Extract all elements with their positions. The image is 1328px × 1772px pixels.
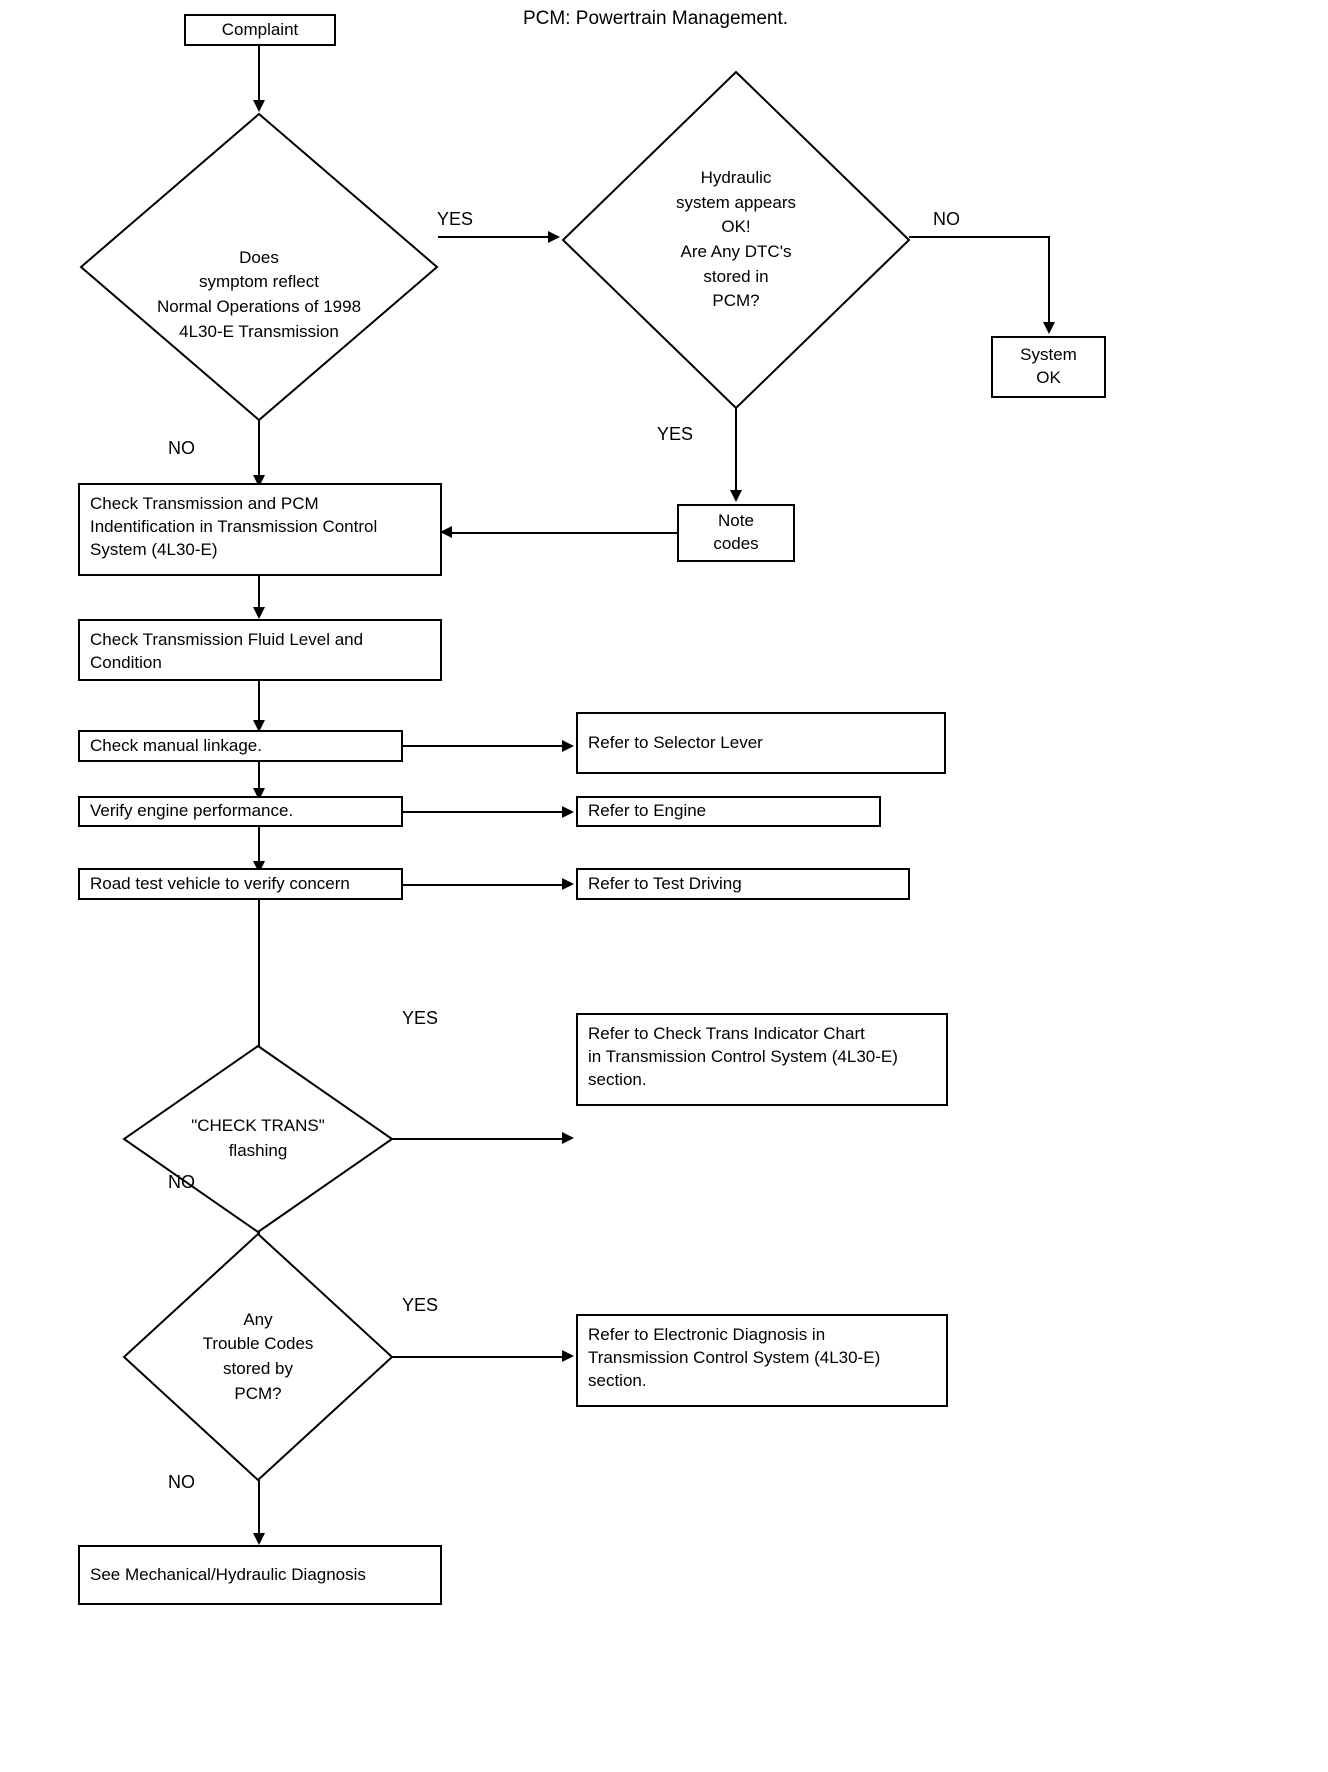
node-hydraulic-decision[interactable]: Hydraulic system appears OK! Are Any DTC… — [561, 70, 911, 410]
node-any-trouble-codes-decision[interactable]: Any Trouble Codes stored by PCM? — [122, 1232, 394, 1482]
edge-label-hydraulic-yes: YES — [657, 424, 694, 444]
edge-hydraulic-no-horizontal — [909, 236, 1050, 238]
edge-normal-ops-yes — [438, 236, 554, 238]
node-normal-operations-decision[interactable]: Does symptom reflect Normal Operations o… — [79, 112, 439, 422]
diamond-shape-normal-ops — [79, 112, 439, 422]
arrowhead-left-note-codes — [440, 526, 452, 538]
edge-engine-to-road-test — [258, 827, 260, 867]
arrowhead-right-trouble-codes-yes — [562, 1350, 574, 1362]
arrowhead-down-to-fluid — [253, 607, 265, 619]
arrowhead-down-to-linkage — [253, 720, 265, 732]
edge-linkage-to-selector-lever — [403, 745, 568, 747]
edge-trouble-codes-no — [258, 1480, 260, 1542]
node-road-test-vehicle[interactable]: Road test vehicle to verify concern — [78, 868, 403, 900]
edge-label-normal-ops-yes: YES — [437, 209, 474, 229]
node-check-manual-linkage[interactable]: Check manual linkage. — [78, 730, 403, 762]
edge-check-trans-to-fluid — [258, 576, 260, 614]
arrowhead-down-hydraulic-yes — [730, 490, 742, 502]
node-refer-check-trans-indicator-chart[interactable]: Refer to Check Trans Indicator Chart in … — [576, 1013, 948, 1106]
node-refer-to-engine[interactable]: Refer to Engine — [576, 796, 881, 827]
diamond-shape-hydraulic — [561, 70, 911, 410]
node-see-mechanical-hydraulic-diagnosis[interactable]: See Mechanical/Hydraulic Diagnosis — [78, 1545, 442, 1605]
edge-note-codes-to-check-transmission — [452, 532, 677, 534]
arrowhead-down-hydraulic-no — [1043, 322, 1055, 334]
edge-label-hydraulic-no: NO — [933, 209, 960, 229]
node-complaint[interactable]: Complaint — [184, 14, 336, 46]
arrowhead-down-complaint — [253, 100, 265, 112]
edge-label-trouble-codes-no: NO — [168, 1472, 195, 1492]
edge-label-check-trans-yes: YES — [402, 1008, 439, 1028]
node-check-transmission-pcm-identification[interactable]: Check Transmission and PCM Indentificati… — [78, 483, 442, 576]
arrowhead-right-selector-lever — [562, 740, 574, 752]
node-check-trans-flashing-decision[interactable]: "CHECK TRANS" flashing — [122, 1044, 394, 1234]
edge-check-trans-yes — [392, 1138, 568, 1140]
arrowhead-right-test-driving — [562, 878, 574, 890]
edge-linkage-to-engine — [258, 762, 260, 794]
edge-label-normal-ops-no: NO — [168, 438, 195, 458]
node-verify-engine-performance[interactable]: Verify engine performance. — [78, 796, 403, 827]
edge-road-test-to-check-trans — [258, 900, 260, 1048]
edge-trouble-codes-yes — [392, 1356, 568, 1358]
node-refer-electronic-diagnosis[interactable]: Refer to Electronic Diagnosis in Transmi… — [576, 1314, 948, 1407]
edge-label-trouble-codes-yes: YES — [402, 1295, 439, 1315]
edge-road-test-to-test-driving — [403, 884, 568, 886]
node-refer-to-selector-lever[interactable]: Refer to Selector Lever — [576, 712, 946, 774]
edge-verify-engine-to-refer-engine — [403, 811, 568, 813]
arrowhead-down-trouble-codes-no — [253, 1533, 265, 1545]
edge-label-check-trans-no: NO — [168, 1172, 195, 1192]
arrowhead-right-check-trans-yes — [562, 1132, 574, 1144]
edge-normal-ops-no — [258, 420, 260, 482]
edge-fluid-to-linkage — [258, 681, 260, 727]
node-check-fluid-level[interactable]: Check Transmission Fluid Level and Condi… — [78, 619, 442, 681]
header-note: PCM: Powertrain Management. — [523, 8, 789, 29]
edge-hydraulic-no-vertical — [1048, 236, 1050, 328]
node-note-codes[interactable]: Note codes — [677, 504, 795, 562]
edge-complaint-to-normal-ops — [258, 46, 260, 104]
diamond-shape-check-trans — [122, 1044, 394, 1234]
arrowhead-right-normal-ops-yes — [548, 231, 560, 243]
edge-hydraulic-yes — [735, 408, 737, 498]
node-refer-to-test-driving[interactable]: Refer to Test Driving — [576, 868, 910, 900]
diamond-shape-trouble-codes — [122, 1232, 394, 1482]
node-system-ok[interactable]: System OK — [991, 336, 1106, 398]
arrowhead-right-refer-engine — [562, 806, 574, 818]
